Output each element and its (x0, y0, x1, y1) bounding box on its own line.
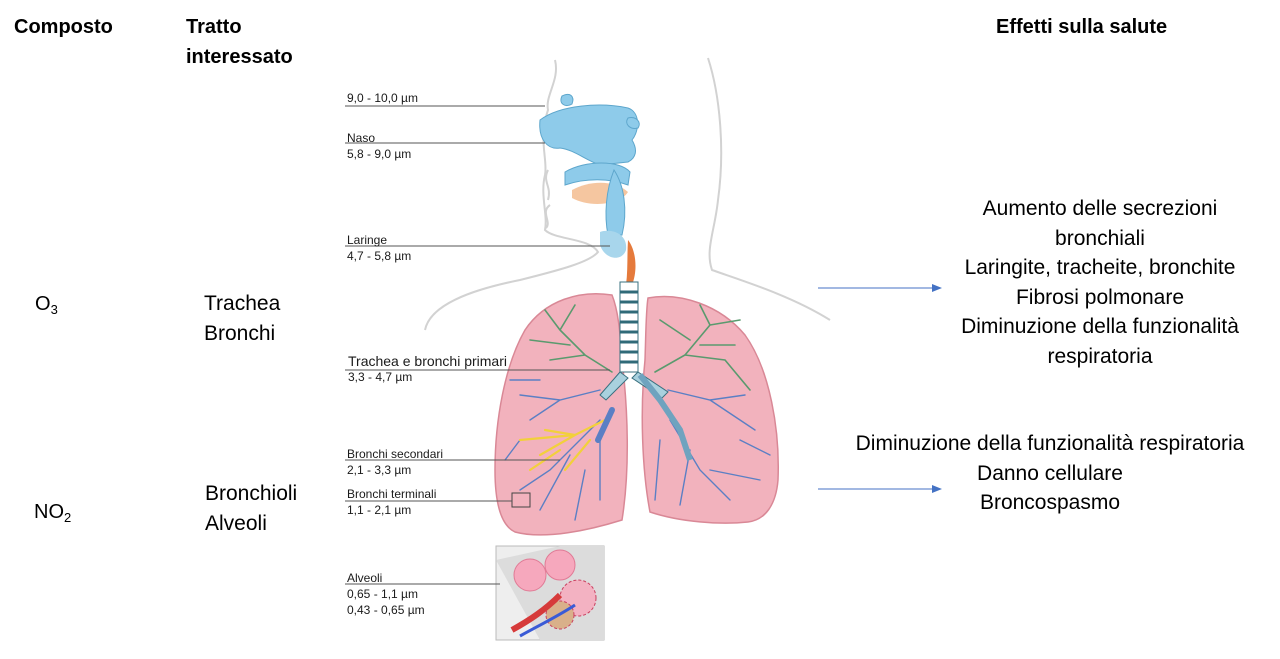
compound-no2-base: NO (34, 501, 64, 523)
compound-o3-sub: 3 (50, 302, 58, 317)
tract-o3: Trachea Bronchi (204, 289, 280, 349)
header-tratto-interessato: Tratto interessato (186, 12, 326, 72)
body-silhouette (424, 57, 831, 331)
header-composto: Composto (14, 16, 113, 38)
label-trachea-bronchi-size: 3,3 - 4,7 µm (348, 370, 413, 384)
label-trachea-bronchi: Trachea e bronchi primari 3,3 - 4,7 µm (348, 353, 507, 385)
effect-o3-2: bronchiali (1055, 226, 1145, 250)
alveoli-inset (495, 545, 605, 641)
arrow-o3-head (932, 284, 942, 292)
label-upper-airway: 9,0 - 10,0 µm (347, 90, 418, 106)
label-bronchi-terminali: Bronchi terminali 1,1 - 2,1 µm (347, 486, 436, 518)
compound-no2-sub: 2 (64, 510, 72, 525)
effect-arrows (818, 284, 942, 493)
effect-o3-5: Diminuzione della funzionalità (961, 315, 1239, 338)
label-bronchi-secondari-size: 2,1 - 3,3 µm (347, 463, 412, 477)
terminal-bronchi-marker (511, 492, 531, 508)
label-alveoli: Alveoli 0,65 - 1,1 µm 0,43 - 0,65 µm (347, 570, 425, 618)
effect-no2-2: Danno cellulare (977, 461, 1123, 485)
effect-o3-1: Aumento delle secrezioni (982, 197, 1218, 220)
tract-o3-line1: Trachea (204, 292, 281, 315)
header-tratto-line2: interessato (186, 46, 293, 68)
compound-no2: NO2 (34, 498, 71, 532)
label-alveoli-name: Alveoli (347, 571, 383, 585)
effects-no2: Diminuzione della funzionalità respirato… (830, 429, 1270, 518)
tract-no2: Bronchioli Alveoli (205, 479, 297, 539)
label-naso-size: 5,8 - 9,0 µm (347, 147, 412, 161)
leader-lines (345, 105, 610, 585)
effect-o3-3: Laringite, tracheite, bronchite (964, 256, 1236, 279)
label-laringe-name: Laringe (347, 233, 388, 247)
compound-o3-base: O (35, 293, 51, 315)
label-alveoli-size2: 0,43 - 0,65 µm (347, 603, 425, 617)
lungs (494, 293, 779, 536)
label-trachea-bronchi-name: Trachea e bronchi primari (348, 353, 507, 369)
effects-o3: Aumento delle secrezioni bronchiali Lari… (930, 194, 1270, 371)
label-laringe-size: 4,7 - 5,8 µm (347, 249, 412, 263)
label-upper-airway-size: 9,0 - 10,0 µm (347, 91, 418, 105)
effect-no2-3: Broncospasmo (979, 491, 1121, 514)
label-bronchi-terminali-size: 1,1 - 2,1 µm (347, 503, 412, 517)
upper-airway (539, 93, 640, 285)
label-alveoli-size: 0,65 - 1,1 µm (347, 587, 418, 601)
label-naso-name: Naso (347, 131, 376, 145)
label-laringe: Laringe 4,7 - 5,8 µm (347, 232, 411, 264)
trachea (599, 281, 693, 461)
arrow-no2-head (932, 485, 942, 493)
tract-o3-line2: Bronchi (204, 322, 276, 345)
bronchial-tree (504, 304, 771, 521)
label-bronchi-terminali-name: Bronchi terminali (347, 487, 437, 501)
effect-no2-1: Diminuzione della funzionalità respirato… (855, 432, 1245, 455)
effect-o3-4: Fibrosi polmonare (1015, 285, 1185, 309)
header-effetti: Effetti sulla salute (996, 16, 1168, 38)
label-bronchi-secondari-name: Bronchi secondari (347, 447, 444, 461)
tract-no2-line2: Alveoli (205, 512, 267, 535)
label-naso: Naso 5,8 - 9,0 µm (347, 130, 411, 162)
header-tratto-line1: Tratto (186, 16, 242, 38)
label-bronchi-secondari: Bronchi secondari 2,1 - 3,3 µm (347, 446, 443, 478)
tract-no2-line1: Bronchioli (205, 482, 298, 505)
effect-o3-6: respiratoria (1047, 344, 1153, 368)
compound-o3: O3 (35, 290, 58, 324)
